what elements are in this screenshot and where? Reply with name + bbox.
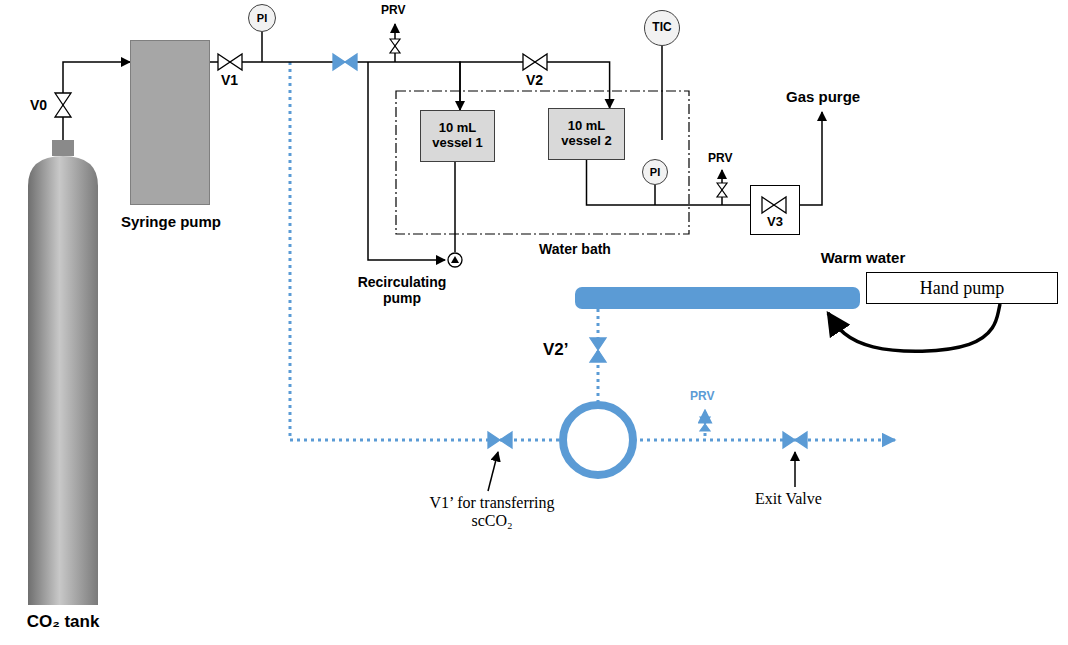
cylinder-shape	[28, 140, 98, 605]
part-label: V0	[30, 97, 60, 113]
part-label: V2’	[543, 340, 583, 360]
leader-arrow	[488, 452, 498, 491]
vessel-box: 10 mL vessel 2	[548, 108, 625, 160]
pressure-gauge: PI	[642, 159, 668, 185]
part-label: PRV	[381, 4, 415, 18]
transfer-line	[290, 62, 563, 440]
temperature-controller: TIC	[644, 10, 680, 46]
valve-symbol	[783, 432, 807, 448]
recirculating-pump: Recirculating pump	[447, 252, 463, 268]
ring-vessel	[563, 405, 633, 475]
pressure-gauge: PI	[248, 4, 276, 32]
part-label: PRV	[708, 152, 742, 166]
pipe-connector	[460, 62, 610, 110]
node-text: PI	[650, 166, 660, 179]
node-text: 10 mL vessel 1	[425, 121, 490, 151]
node-text: PI	[257, 12, 267, 25]
valve-symbol	[390, 39, 400, 53]
pump-symbol	[447, 252, 463, 268]
callout-label: V1’ for transferring scCO₂	[428, 494, 556, 531]
node-text: CO₂ tank	[18, 612, 108, 632]
curved-arrow	[828, 304, 1000, 351]
callout-label: Exit Valve	[755, 490, 845, 508]
purge-pipe	[800, 112, 822, 205]
cylinder-body	[28, 156, 98, 605]
exit-line	[633, 439, 895, 442]
valve-symbol	[218, 54, 242, 70]
valve-symbol	[700, 417, 710, 431]
syringe-pump: Syringe pump	[130, 40, 210, 205]
part-label: Gas purge	[786, 88, 896, 105]
valve-box: V3	[750, 185, 800, 235]
node-text: Warm water	[813, 249, 913, 266]
node-text: Hand pump	[920, 278, 1005, 299]
part-label: PRV	[690, 390, 724, 404]
gauge-stem	[261, 32, 263, 62]
pipe-connector	[587, 160, 751, 205]
node-text: Water bath	[520, 241, 630, 257]
node-text: Syringe pump	[101, 213, 241, 230]
vessel-box: 10 mL vessel 1	[420, 110, 495, 162]
valve-symbol	[488, 432, 512, 448]
valve-symbol	[717, 183, 727, 197]
cylinder-neck	[52, 140, 74, 156]
node-text: V3	[751, 215, 799, 230]
pipe-connector	[63, 62, 130, 140]
sensor-stem	[661, 46, 663, 140]
hand-pump-box: Hand pump	[866, 272, 1058, 304]
gas-cylinder: CO₂ tank	[28, 140, 98, 605]
part-label: V1	[221, 72, 251, 88]
valve-symbol	[333, 54, 357, 70]
pipe-connector	[454, 162, 456, 252]
part-label: V2	[526, 72, 556, 88]
node-text: Recirculating pump	[347, 274, 457, 306]
leader-arrow	[794, 452, 796, 487]
valve-symbol	[55, 93, 71, 117]
node-text: TIC	[652, 21, 671, 35]
valve-symbol	[523, 54, 547, 70]
gauge-stem	[654, 185, 656, 205]
warm-water-bar: Warm water	[575, 287, 860, 309]
bath-border	[396, 91, 689, 234]
node-text: 10 mL vessel 2	[553, 119, 620, 149]
valve-symbol	[590, 338, 606, 362]
